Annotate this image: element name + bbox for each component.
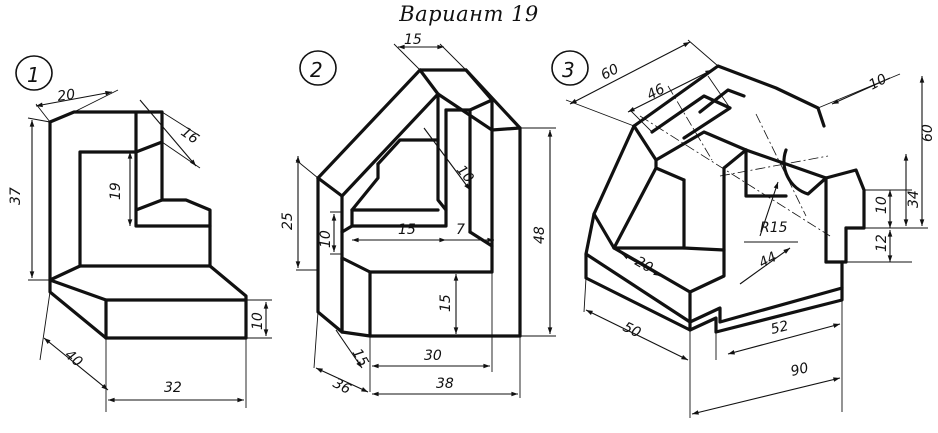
v3-dim-right-10: 10 (874, 196, 890, 214)
v2-dim-base-step: 15 (438, 294, 454, 312)
v1-dim-inner: 19 (108, 182, 124, 200)
v2-dim-slot: 10 (453, 162, 477, 186)
v1-dim-depth-top: 16 (178, 124, 202, 147)
v3-dim-height: 60 (920, 124, 936, 142)
variant-1-part (48, 110, 248, 340)
page-title: Вариант 19 (399, 2, 539, 26)
variant-2-part (316, 68, 522, 338)
v2-dim-inner-width: 15 (398, 222, 416, 238)
variant-1-label: 1 (27, 63, 40, 87)
v1-dim-base-width: 32 (164, 380, 182, 396)
v3-dim-radius: R15 (760, 220, 788, 236)
v2-dim-top: 15 (404, 32, 422, 48)
v3-dim-slot: 46 (644, 81, 667, 104)
v3-dim-center: 44 (756, 249, 779, 271)
variant-2-drawing: 2 (280, 32, 556, 398)
v2-dim-inner-step: 7 (456, 222, 465, 238)
v2-dim-depth: 36 (330, 375, 353, 398)
v2-dim-height: 48 (532, 226, 548, 244)
v3-dim-inner-len: 52 (769, 318, 790, 338)
variant-3-drawing: 3 (551, 39, 936, 418)
v2-dim-left-inner: 10 (318, 230, 334, 248)
v2-dim-width: 38 (436, 376, 454, 392)
variant-3-label: 3 (562, 58, 575, 82)
v1-dim-height: 37 (8, 187, 24, 205)
v3-dim-total: 90 (789, 360, 810, 380)
v3-dim-length: 60 (598, 61, 621, 84)
v3-dim-depth: 50 (620, 319, 643, 341)
v1-dim-width-top: 20 (56, 87, 76, 105)
v1-dim-base-height: 10 (250, 312, 266, 330)
v2-dim-left-height: 25 (280, 212, 296, 230)
v3-dim-right-12: 12 (874, 234, 890, 252)
v2-dim-bottom-small: 15 (349, 346, 372, 370)
variant-3-part (584, 64, 866, 334)
variant-2-circle (299, 50, 337, 86)
v1-dim-base-depth: 40 (61, 347, 85, 371)
variant-1-drawing: 1 20 16 37 (8, 55, 272, 412)
v3-dim-right-34: 34 (906, 190, 922, 208)
v3-dim-rib-width: 20 (632, 254, 656, 277)
v3-dim-rib: 10 (866, 71, 889, 94)
variant-2-label: 2 (310, 58, 323, 82)
v2-dim-bottom-30: 30 (424, 348, 442, 364)
variant-1-circle (15, 55, 53, 91)
